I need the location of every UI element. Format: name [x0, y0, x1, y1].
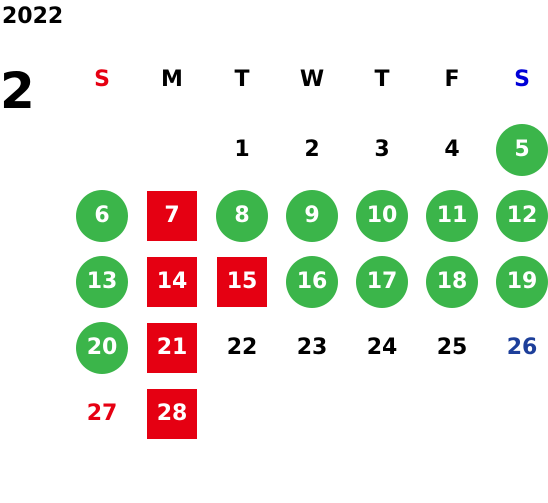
weekday-header: S M T W T F S [67, 62, 548, 98]
day-cell: 23 [277, 315, 347, 381]
day-number: 11 [426, 190, 478, 242]
day-cell: 19 [487, 249, 548, 315]
day-cell: 20 [67, 315, 137, 381]
day-number: 1 [234, 137, 250, 162]
weekday-wed: W [299, 67, 325, 92]
weekday-sun: S [94, 67, 110, 92]
calendar-year: 2022 [2, 4, 64, 29]
day-cell: 10 [347, 183, 417, 249]
day-cell: 3 [347, 117, 417, 183]
day-number: 2 [304, 137, 320, 162]
weekday-sat: S [514, 67, 530, 92]
day-cell: 28 [137, 381, 207, 447]
day-number: 7 [147, 191, 197, 241]
day-number: 26 [506, 335, 538, 360]
day-cell: 12 [487, 183, 548, 249]
day-number: 19 [496, 256, 548, 308]
day-cell: 1 [207, 117, 277, 183]
day-cell: 4 [417, 117, 487, 183]
weekday-mon: M [161, 67, 183, 92]
day-number: 3 [374, 137, 390, 162]
day-number: 12 [496, 190, 548, 242]
day-number: 6 [76, 190, 128, 242]
day-cell: 2 [277, 117, 347, 183]
day-number: 24 [366, 335, 398, 360]
day-cell: 17 [347, 249, 417, 315]
day-number: 4 [444, 137, 460, 162]
day-cell: 22 [207, 315, 277, 381]
day-cell: 26 [487, 315, 548, 381]
day-cell: 6 [67, 183, 137, 249]
day-number: 25 [436, 335, 468, 360]
day-number: 17 [356, 256, 408, 308]
day-number: 18 [426, 256, 478, 308]
day-cell: 24 [347, 315, 417, 381]
calendar-month: 2 [0, 62, 35, 120]
day-number: 28 [147, 389, 197, 439]
day-cell: 25 [417, 315, 487, 381]
day-number: 14 [147, 257, 197, 307]
day-cell: 9 [277, 183, 347, 249]
day-cell: 21 [137, 315, 207, 381]
day-number: 8 [216, 190, 268, 242]
day-number: 10 [356, 190, 408, 242]
day-number: 16 [286, 256, 338, 308]
weekday-tue: T [234, 67, 250, 92]
day-number: 23 [296, 335, 328, 360]
day-cell: 27 [67, 381, 137, 447]
day-cell: 15 [207, 249, 277, 315]
day-cell: 14 [137, 249, 207, 315]
weekday-thu: T [374, 67, 390, 92]
day-cell: 18 [417, 249, 487, 315]
day-number: 27 [86, 401, 118, 426]
day-number: 21 [147, 323, 197, 373]
day-cell: 5 [487, 117, 548, 183]
day-cell: 11 [417, 183, 487, 249]
day-cell: 13 [67, 249, 137, 315]
day-number: 22 [226, 335, 258, 360]
day-cell: 16 [277, 249, 347, 315]
calendar-grid: 1 2 3 4 5 6 7 8 9 10 11 12 13 14 15 16 1… [67, 117, 548, 467]
day-number: 9 [286, 190, 338, 242]
day-cell: 8 [207, 183, 277, 249]
day-number: 5 [496, 124, 548, 176]
weekday-fri: F [444, 67, 460, 92]
day-number: 13 [76, 256, 128, 308]
day-cell: 7 [137, 183, 207, 249]
day-number: 15 [217, 257, 267, 307]
day-number: 20 [76, 322, 128, 374]
